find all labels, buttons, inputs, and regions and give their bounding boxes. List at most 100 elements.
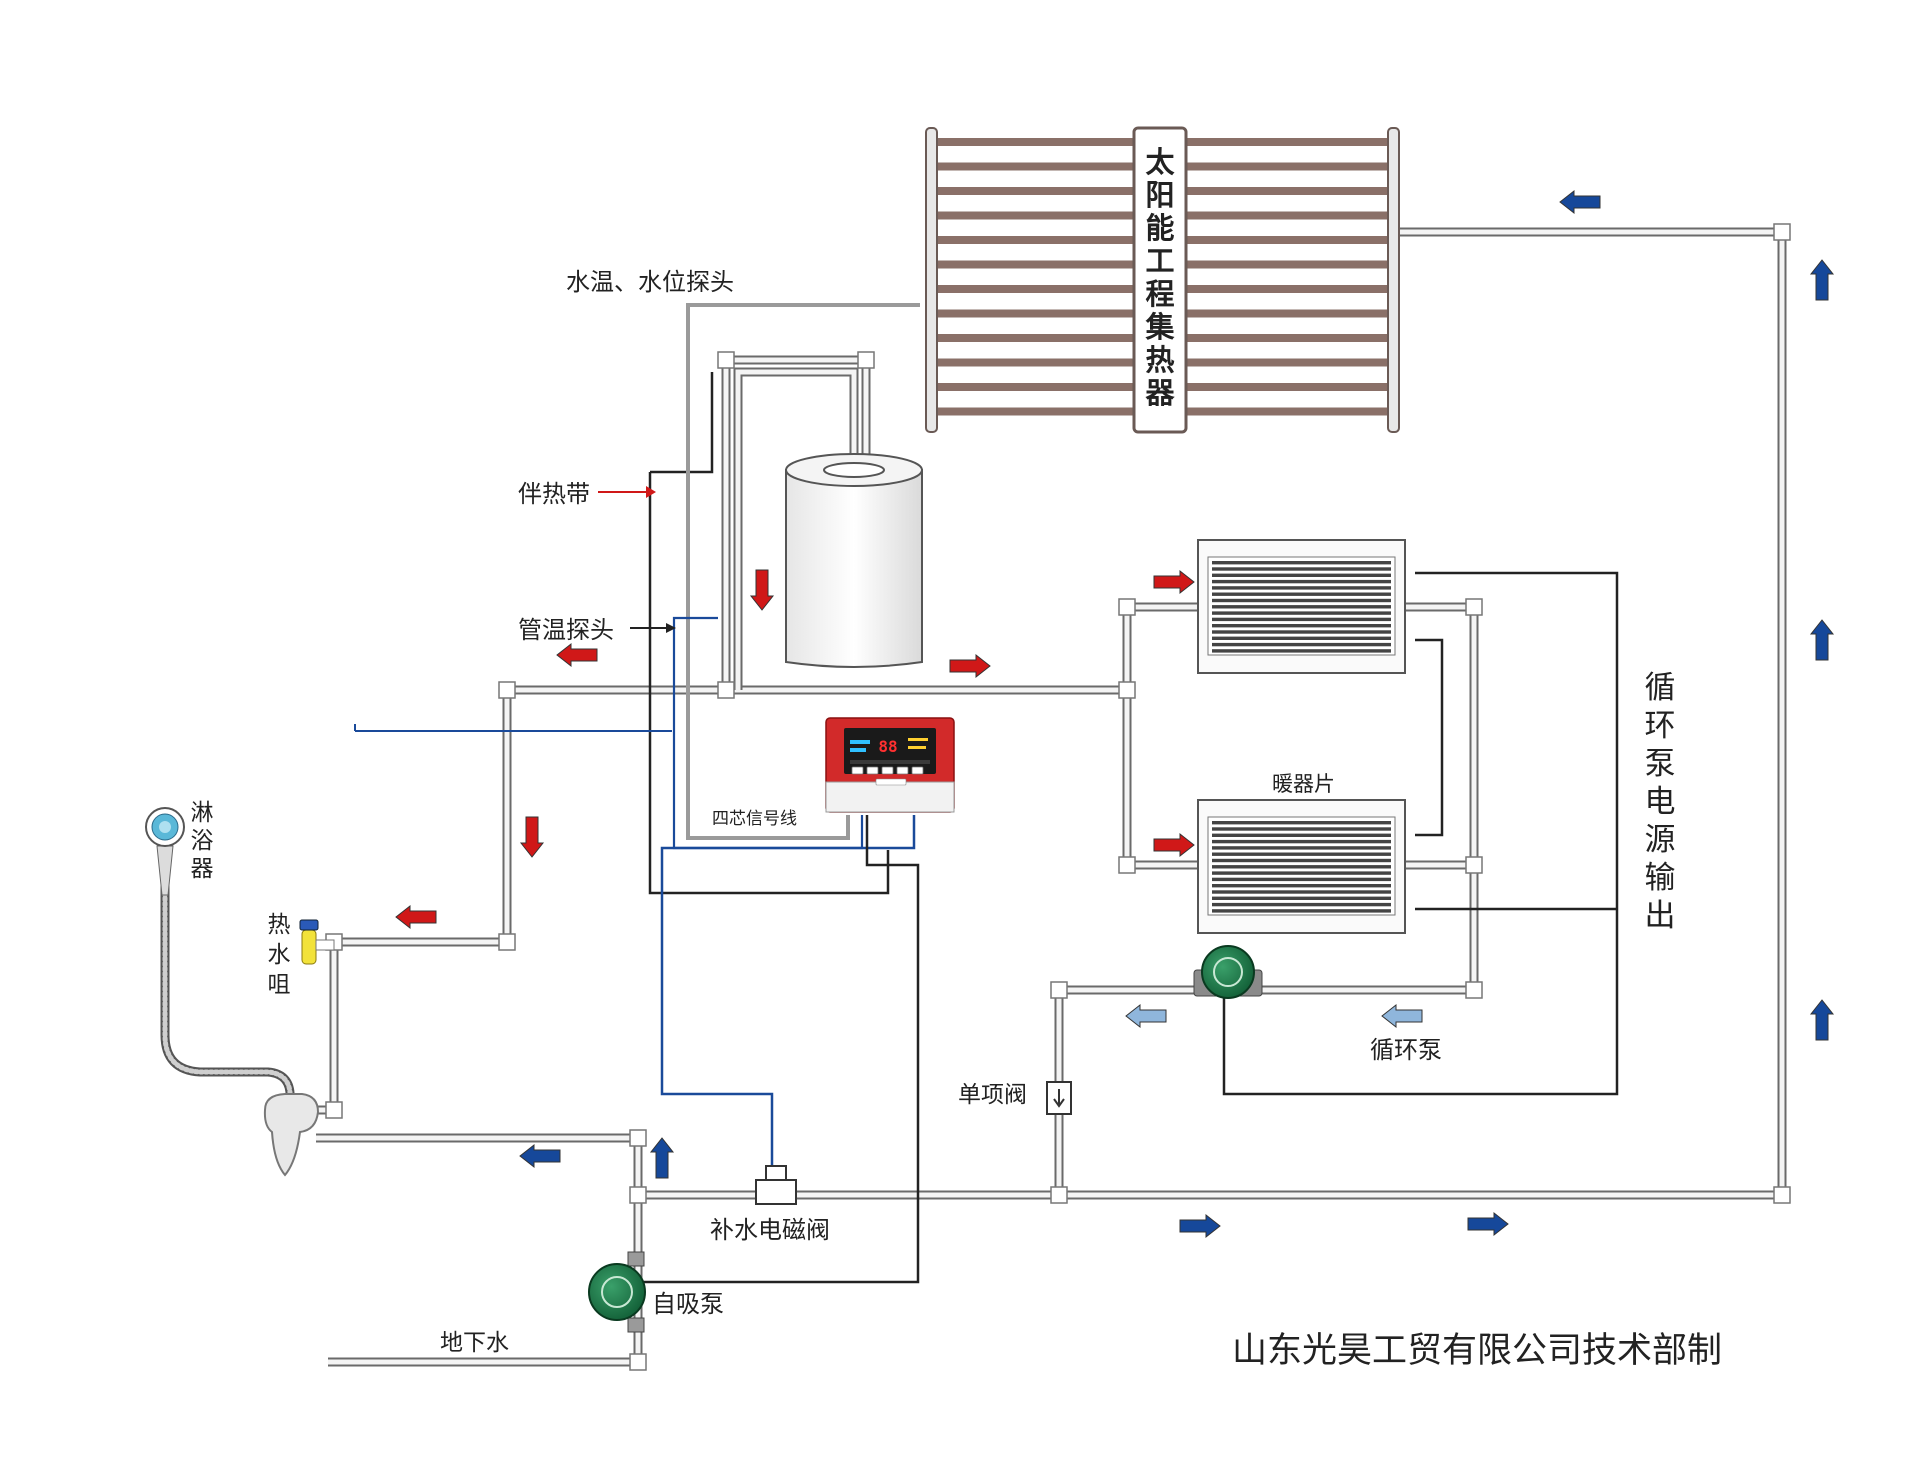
radiator-fin — [1212, 890, 1391, 894]
hot-tap-label: 咀 — [268, 972, 291, 998]
radiator-fin — [1212, 884, 1391, 888]
radiator-fin — [1212, 839, 1391, 844]
flow-arrow-icon — [1381, 1003, 1423, 1029]
pipe — [1054, 985, 1194, 1195]
pump-power-label: 源 — [1645, 822, 1676, 858]
radiator-fin — [1212, 858, 1391, 863]
collector-char: 程 — [1145, 277, 1174, 311]
pipe-fitting — [1050, 1186, 1068, 1204]
pump-power-label: 电 — [1645, 784, 1676, 820]
radiator-fin — [1212, 598, 1391, 603]
signal-wire-label: 四芯信号线 — [712, 809, 797, 829]
shower-label: 淋 — [191, 800, 214, 826]
pipe-fitting — [1118, 598, 1136, 616]
flow-arrow-icon — [1125, 1003, 1167, 1029]
flow-arrow-icon — [949, 653, 991, 679]
pipe-fitting — [1465, 981, 1483, 999]
collector-char: 阳 — [1145, 178, 1174, 212]
flow-arrow-icon — [556, 642, 598, 668]
radiator-fin — [1212, 642, 1391, 647]
radiator-fin — [1212, 617, 1391, 622]
water-probe-label: 水温、水位探头 — [566, 268, 734, 296]
pipe-fitting — [1050, 981, 1068, 999]
radiator-fin — [1212, 902, 1391, 907]
heat-trace-label: 伴热带 — [518, 480, 590, 508]
flow-arrow-icon — [1809, 619, 1835, 661]
controller-button[interactable] — [911, 766, 924, 775]
pipe-fitting — [857, 351, 875, 369]
pipe-probe-label: 管温探头 — [518, 616, 614, 644]
radiator-label: 暖器片 — [1272, 772, 1335, 796]
radiator-fin — [1212, 605, 1391, 609]
solenoid-valve-label: 补水电磁阀 — [710, 1216, 830, 1244]
radiator-fin — [1212, 896, 1391, 900]
flow-arrows — [395, 189, 1835, 1239]
radiator-fin — [1212, 636, 1391, 640]
radiator-fin — [1212, 846, 1391, 850]
collector-char: 太 — [1145, 145, 1175, 179]
collector-char: 集 — [1144, 310, 1175, 344]
radiator-fin — [1212, 909, 1391, 913]
radiator-fin — [1212, 592, 1391, 596]
flow-arrow-icon — [519, 1143, 561, 1169]
label-pointers — [598, 486, 676, 633]
hot-tap-label: 热 — [268, 912, 291, 938]
pipe — [334, 690, 512, 947]
controller-display: 88 — [878, 737, 897, 756]
controller-button[interactable] — [896, 766, 909, 775]
circulation-pump-power-wire — [1222, 571, 1619, 1096]
radiator-fin — [1212, 877, 1391, 882]
pump-power-label: 出 — [1645, 898, 1676, 934]
radiator-fin — [1212, 827, 1391, 831]
flow-arrow-icon — [649, 1137, 675, 1179]
pipe-fitting — [1773, 223, 1791, 241]
shower-head-icon — [145, 807, 295, 1105]
groundwater-label: 地下水 — [440, 1330, 509, 1356]
pipe-fitting — [629, 1129, 647, 1147]
flow-arrow-icon — [1809, 999, 1835, 1041]
radiator-fin — [1212, 586, 1391, 590]
radiator-fin — [1212, 833, 1391, 837]
radiator-link-wire — [1415, 638, 1444, 837]
flow-arrow-icon — [1153, 832, 1195, 858]
check-valve-icon — [1046, 1081, 1072, 1115]
radiator-icon — [1197, 539, 1406, 674]
pipe-fitting — [717, 351, 735, 369]
pipe-fitting — [498, 681, 516, 699]
radiator-fin — [1212, 852, 1391, 856]
radiator-fin — [1212, 611, 1391, 615]
controller-button[interactable] — [866, 766, 879, 775]
pipe-fitting — [1773, 1186, 1791, 1204]
radiator-fin — [1212, 567, 1391, 571]
flow-arrow-icon — [1467, 1211, 1509, 1237]
flow-arrow-icon — [1179, 1213, 1221, 1239]
pipe-fitting — [717, 681, 735, 699]
pump-power-wire — [640, 815, 920, 1284]
radiator-fin — [1212, 573, 1391, 577]
controller-button[interactable] — [851, 766, 864, 775]
heat-trace-wire — [648, 472, 890, 895]
pump-power-label: 泵 — [1645, 746, 1676, 782]
radiator-fin — [1212, 649, 1391, 653]
pipe-fitting — [1118, 856, 1136, 874]
collector-char: 热 — [1145, 343, 1174, 377]
heat-trace-wire-top — [650, 372, 714, 474]
controller-button[interactable] — [881, 766, 894, 775]
pipe-fitting — [629, 1186, 647, 1204]
self-priming-pump-label: 自吸泵 — [652, 1290, 724, 1318]
water-probe-wire — [686, 303, 920, 840]
pump-icon — [1193, 945, 1263, 999]
shower-label: 浴 — [191, 828, 214, 854]
flow-arrow-icon — [519, 816, 545, 858]
check-valve-label: 单项阀 — [958, 1082, 1027, 1108]
pump-icon — [588, 1251, 646, 1333]
radiator-fin — [1212, 871, 1391, 875]
radiator-fin — [1212, 630, 1391, 634]
solenoid-valve-wire — [660, 815, 916, 1170]
pipe-fitting — [1118, 681, 1136, 699]
flow-arrow-icon — [1559, 189, 1601, 215]
pipe-fitting — [1465, 856, 1483, 874]
pipe-network — [316, 223, 1791, 1371]
